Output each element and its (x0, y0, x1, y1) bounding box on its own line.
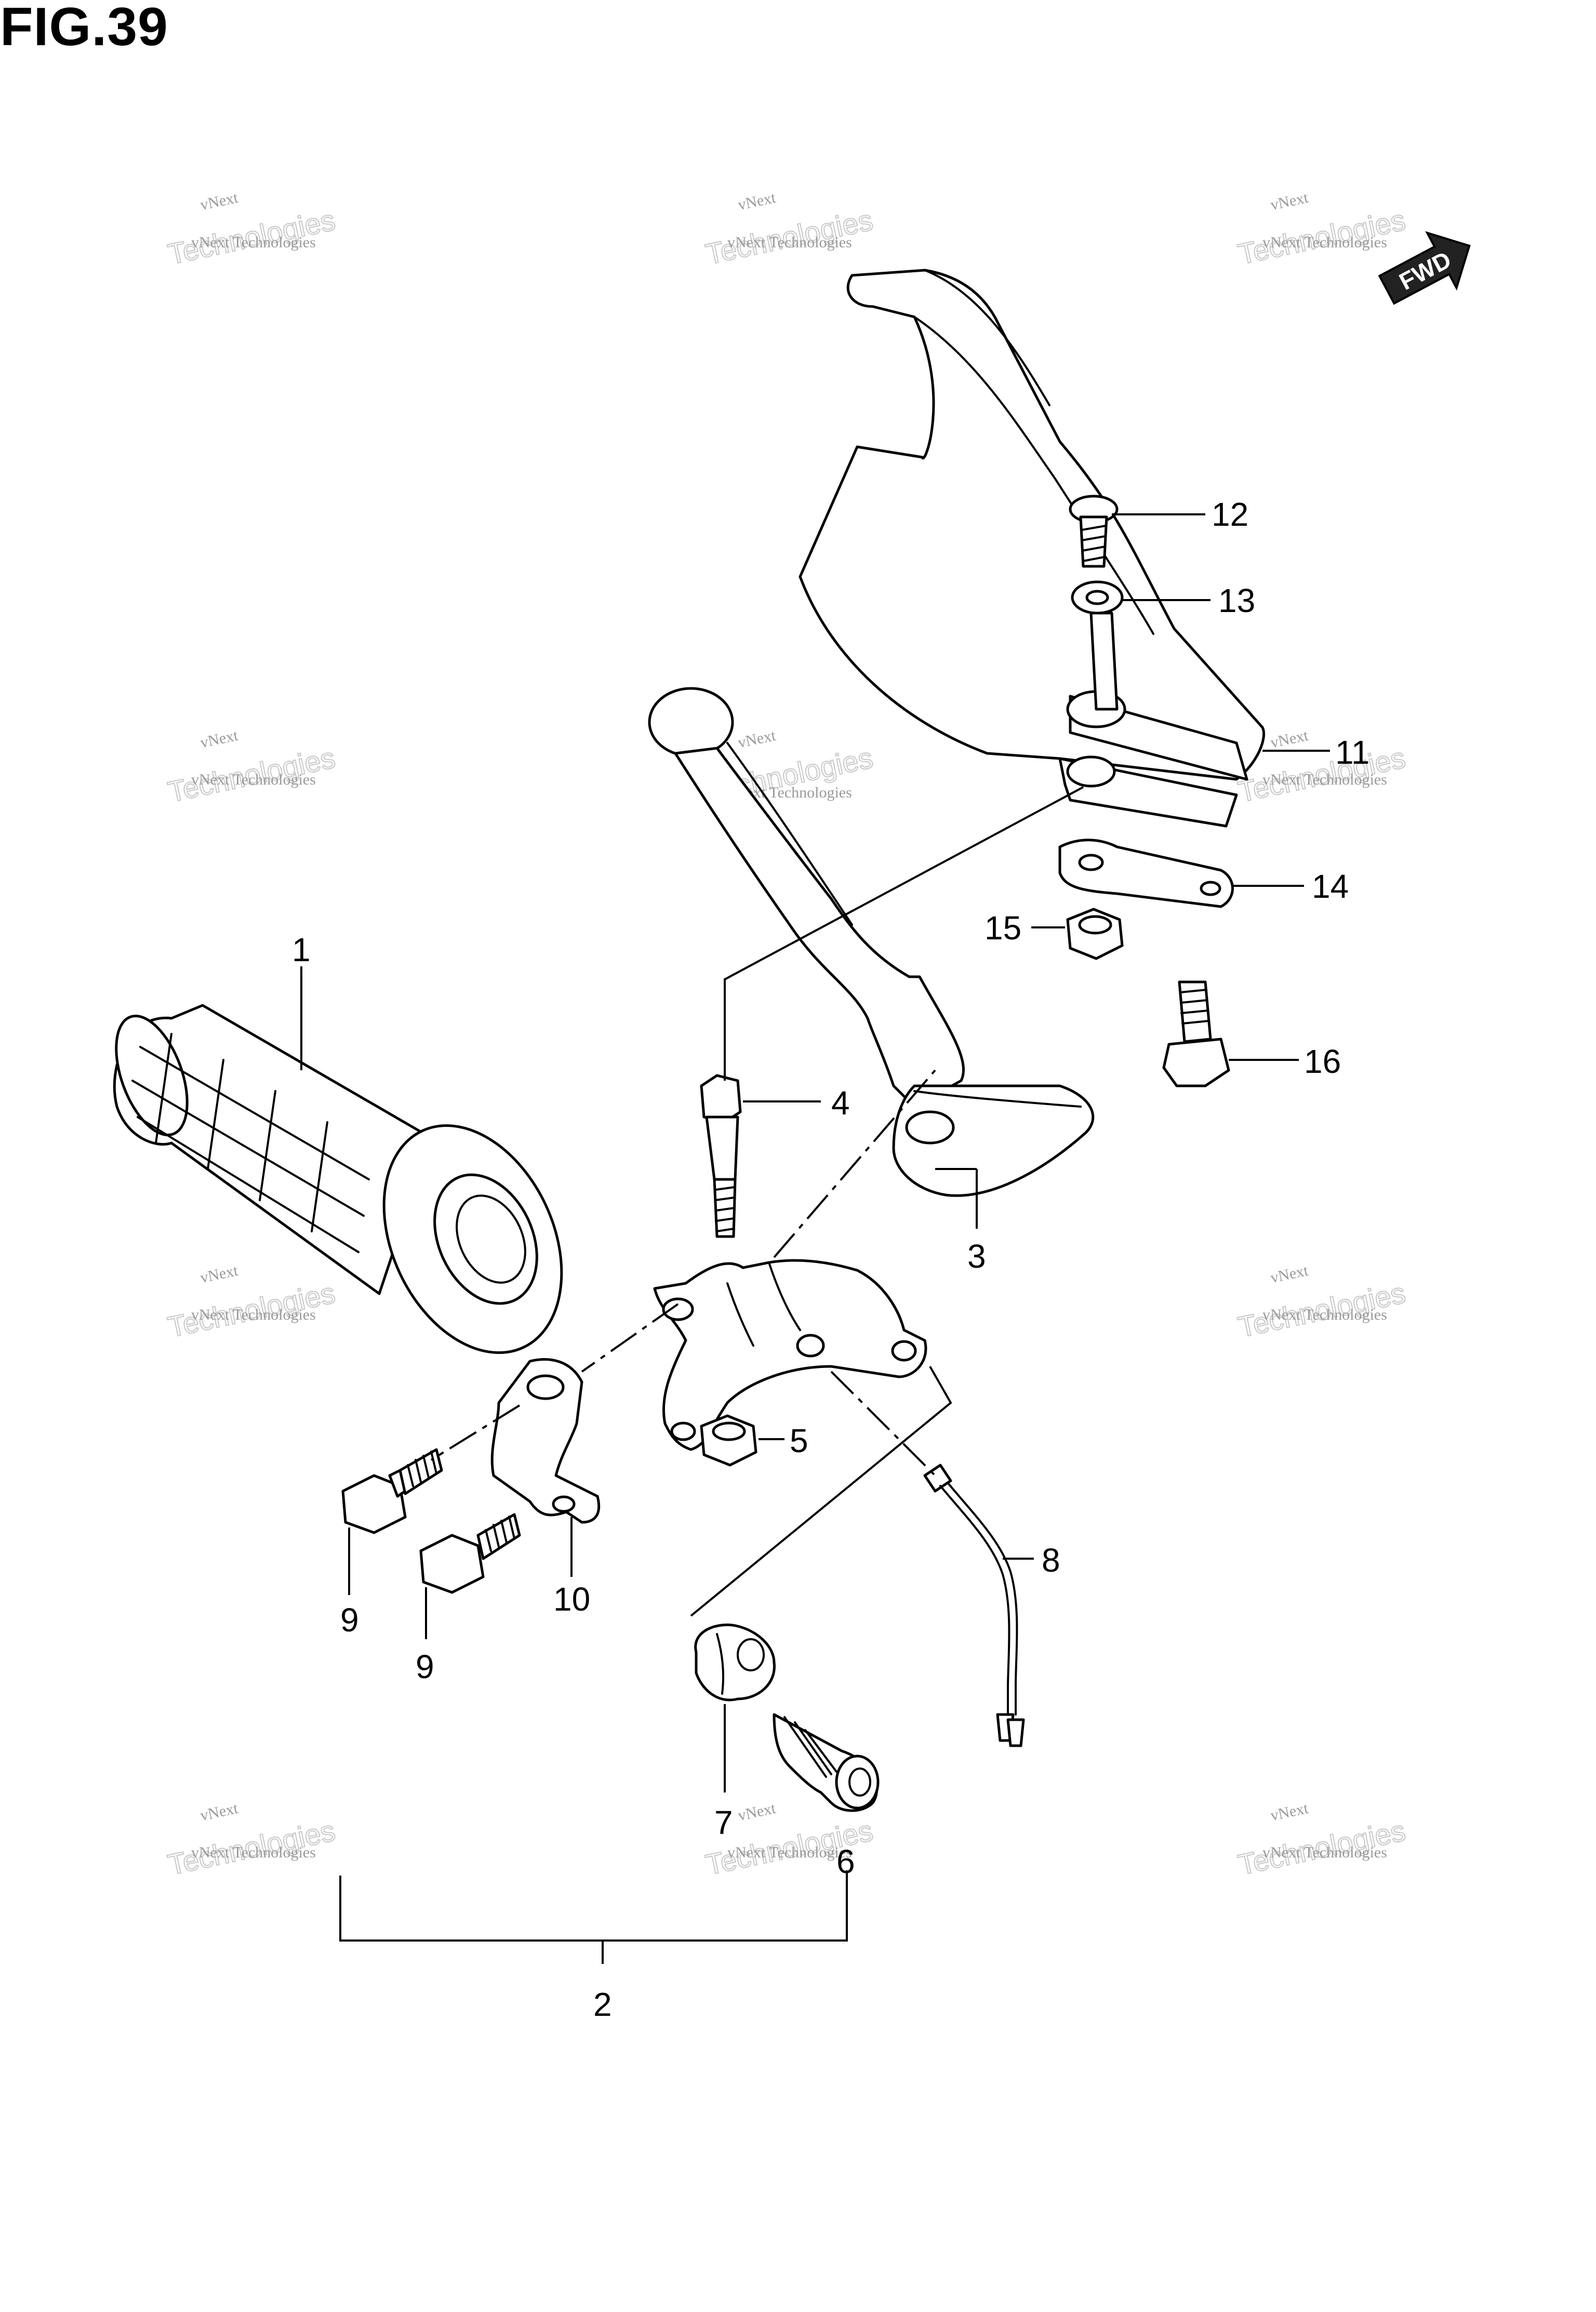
watermark-text: vNext (1269, 1262, 1310, 1287)
watermark-text: vNext (736, 727, 777, 752)
watermark-text: vNext Technologies (191, 1306, 316, 1323)
callout-16: 16 (1304, 1043, 1341, 1080)
callout-labels: 1 2 3 4 5 6 7 8 9 9 10 11 12 13 14 15 16 (292, 496, 1369, 2023)
callout-1: 1 (292, 931, 311, 968)
screw-part-12 (1069, 495, 1119, 568)
nut-part-15 (1066, 908, 1124, 960)
watermark-text: vNext Technologies (1262, 1844, 1387, 1861)
watermark-text: vNext (1269, 727, 1310, 752)
callout-15: 15 (985, 909, 1021, 947)
watermark-text: vNext (198, 727, 240, 752)
bolt-part-9b (419, 1513, 521, 1594)
watermark-text: vNext Technologies (1262, 234, 1387, 251)
watermark-text: vNext Technologies (727, 234, 852, 251)
watermark-text: vNext (198, 189, 240, 214)
watermark-text: vNext (1269, 1800, 1310, 1825)
pivot-bolt-part (700, 1074, 742, 1238)
watermark-text: vNext (736, 189, 777, 214)
watermark-text: vNext (198, 1262, 240, 1287)
handle-grip-part (113, 1004, 563, 1354)
callout-14: 14 (1312, 868, 1349, 905)
callout-3: 3 (967, 1238, 986, 1275)
watermark-text: vNext (1269, 189, 1310, 214)
watermark-text: vNext Technologies (1262, 771, 1387, 788)
callout-6: 6 (836, 1843, 855, 1880)
callout-5: 5 (790, 1422, 808, 1459)
cable-part-8 (923, 1464, 1025, 1747)
callout-2: 2 (593, 1986, 612, 2023)
callout-11: 11 (1335, 734, 1369, 771)
watermark-text: vNext Technologies (191, 234, 316, 251)
plate-part-14 (1058, 839, 1234, 908)
leader-lines (300, 513, 1330, 1964)
switch-part-6 (773, 1713, 880, 1812)
callout-12: 12 (1212, 496, 1248, 533)
callout-7: 7 (714, 1804, 733, 1841)
figure-title: FIG.39 (0, 0, 168, 57)
callout-13: 13 (1218, 582, 1255, 619)
bolt-part-16 (1162, 980, 1230, 1087)
clamp-part-10 (490, 1358, 601, 1524)
nut-part-5 (700, 1414, 757, 1467)
lever-holder-part (653, 1259, 927, 1451)
bolt-part-9a (341, 1448, 443, 1534)
callout-10: 10 (553, 1580, 590, 1618)
callout-8: 8 (1042, 1542, 1060, 1579)
callout-9a: 9 (340, 1601, 359, 1639)
watermark-text: vNext Technologies (191, 771, 316, 788)
cap-part-7 (694, 1623, 776, 1702)
callout-4: 4 (831, 1084, 850, 1122)
watermark-text: vNext (198, 1800, 240, 1825)
washer-part-13 (1071, 580, 1124, 615)
callout-9b: 9 (416, 1648, 434, 1685)
watermark-text: vNext Technologies (727, 1844, 852, 1861)
watermark-text: vNext Technologies (1262, 1306, 1387, 1323)
hand-guard-part (799, 269, 1266, 828)
watermark-text: vNext (736, 1800, 777, 1825)
watermark-text: vNext Technologies (191, 1844, 316, 1861)
